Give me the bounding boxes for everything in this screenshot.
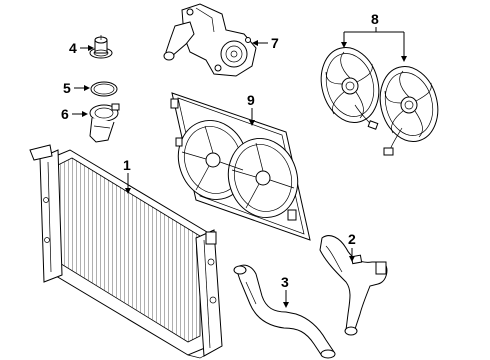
thermostat-housing	[89, 103, 120, 143]
o-ring	[90, 81, 118, 97]
callout-1: 1	[123, 157, 131, 173]
leader-lines	[72, 27, 407, 308]
lower-radiator-hose	[233, 264, 336, 359]
callout-3: 3	[281, 274, 289, 290]
fan-assembly-right	[379, 66, 439, 156]
callout-2: 2	[348, 231, 356, 247]
radiator	[29, 144, 223, 359]
water-pump	[163, 3, 257, 77]
callout-4: 4	[69, 40, 77, 56]
callout-5: 5	[63, 80, 71, 96]
callout-8: 8	[371, 11, 379, 27]
callout-6: 6	[61, 106, 69, 122]
callout-9: 9	[247, 92, 255, 108]
fan-assembly-left	[320, 47, 380, 130]
fan-shroud	[170, 92, 311, 241]
thermostat	[89, 35, 113, 59]
callout-7: 7	[271, 35, 279, 51]
upper-radiator-hose	[319, 235, 388, 336]
